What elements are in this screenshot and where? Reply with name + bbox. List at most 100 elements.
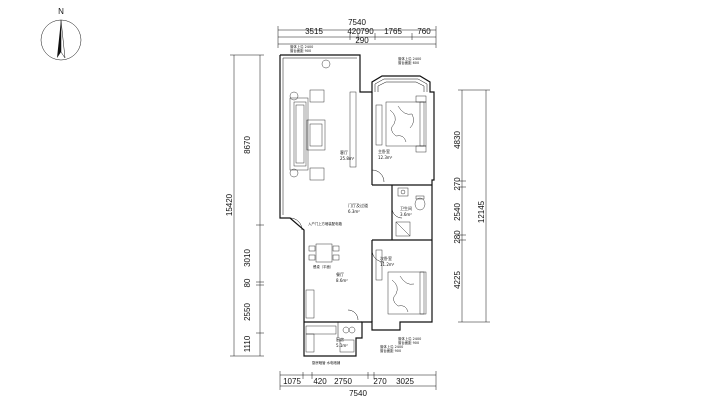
stove-burner-icon [342, 326, 350, 334]
master-bedroom-name: 主卧室 [378, 148, 390, 154]
right-seg-1: 4830 [453, 131, 462, 149]
walls [279, 54, 435, 357]
nightstand [415, 145, 427, 153]
chair-icon [308, 245, 316, 252]
bottom-seg-5: 3025 [396, 377, 414, 386]
living-room-area: 25.8m² [340, 156, 355, 161]
right-seg-4: 280 [453, 230, 462, 244]
kitchen-sink-icon [339, 339, 355, 353]
wardrobe [375, 104, 383, 146]
top-seg-2: 420 [347, 27, 361, 36]
bedding-pattern [389, 105, 414, 143]
left-seg-1: 8670 [243, 136, 252, 154]
room-labels: 客厅 25.8m² 主卧室 12.3m² 门厅及过道 6.3m² 卫生间 3.6… [336, 148, 412, 348]
north-arrow-icon [57, 20, 61, 58]
bottom-seg-1: 1075 [283, 377, 301, 386]
sofa [289, 97, 309, 171]
bottom-total-dim: 7540 [349, 389, 367, 398]
bath-door-swing [391, 207, 403, 219]
bottom-window-note-2: 窗台面距 900 [380, 348, 401, 353]
chair-icon [332, 254, 340, 261]
bedding-pattern [391, 275, 415, 313]
kitchen-area: 5.1m² [336, 343, 348, 348]
left-seg-3: 80 [243, 278, 252, 287]
second-bedroom-door-swing [371, 249, 385, 263]
plant-icon [289, 168, 299, 178]
left-total-dim: 15420 [225, 193, 234, 216]
top-seg-4: 1765 [384, 27, 402, 36]
armchair-top [309, 89, 325, 103]
shower-area [395, 221, 411, 237]
stove-burner-icon [348, 326, 356, 334]
living-room-name: 客厅 [340, 149, 348, 155]
entry-note: 入户门上方暗装配电箱 [308, 221, 343, 226]
second-bedroom-name: 次卧室 [380, 255, 392, 261]
hallway-name: 门厅及过道 [348, 202, 368, 208]
second-bedroom-area: 11.2m² [380, 262, 395, 267]
coffee-table [306, 119, 326, 151]
compass: N [40, 7, 82, 61]
top-dimension-lines: 7540 3515 420 790 1765 760 290 [277, 18, 437, 48]
living-furniture [289, 59, 357, 181]
bottom-seg-2: 420 [313, 377, 327, 386]
dining-table [315, 243, 333, 263]
dining-name: 餐厅 [336, 271, 344, 277]
right-seg-2: 270 [453, 177, 462, 191]
bathroom-name: 卫生间 [400, 205, 412, 211]
armchair-bottom [309, 167, 325, 181]
plant-icon [321, 59, 331, 69]
bathroom-fixtures [395, 187, 426, 237]
dining-table-note: 餐桌（平面） [313, 264, 333, 269]
doors [289, 169, 403, 321]
sink-icon [397, 187, 409, 197]
wardrobe [375, 249, 383, 281]
left-seg-5: 1110 [243, 335, 252, 352]
toilet-icon [414, 197, 426, 211]
bottom-seg-4: 270 [373, 377, 387, 386]
right-total-dim: 12145 [477, 200, 486, 223]
kitchen-name: 厨房 [336, 336, 344, 342]
plant-icon [289, 91, 299, 101]
master-door-swing [371, 169, 385, 183]
second-bed [387, 271, 425, 315]
dining-area: 8.6m² [336, 278, 348, 283]
bathroom-area: 3.6m² [400, 212, 412, 217]
top-seg-5: 760 [417, 27, 431, 36]
bay-window [374, 78, 428, 92]
bottom-dimension-lines: 1075 420 2750 270 3025 7540 [279, 371, 437, 398]
bottom-seg-3: 2750 [334, 377, 352, 386]
left-dimension-lines: 15420 8670 3010 80 2550 1110 [225, 54, 264, 357]
bottom-right-window-note-2: 窗台面距 900 [398, 340, 419, 345]
top-seg-3: 790 [360, 27, 374, 36]
balcony-window-note-1: 窗体上沿 2400 [290, 44, 313, 49]
chair-icon [332, 245, 340, 252]
top-sub-dim: 290 [355, 36, 369, 45]
entry-door-swing [289, 217, 303, 231]
nightstand [415, 95, 427, 103]
balcony-window-note-2: 窗台面距 900 [290, 48, 311, 53]
second-bedroom-furniture [375, 249, 427, 315]
master-bed [385, 101, 425, 147]
right-seg-3: 2540 [453, 203, 462, 221]
kitchen-furniture [305, 325, 356, 353]
dining-furniture [305, 243, 340, 319]
bay-window-note-1: 窗体上沿 2400 [398, 56, 421, 61]
north-arrow-outline-icon [60, 19, 66, 59]
bottom-right-window-note-1: 窗体上沿 2400 [398, 336, 421, 341]
top-seg-1: 3515 [305, 27, 323, 36]
tv-cabinet [349, 91, 357, 168]
kitchen-door-swing [347, 309, 359, 321]
bottom-window-note-1: 窗体上沿 2400 [380, 344, 403, 349]
north-label: N [58, 7, 64, 16]
master-bedroom-area: 12.3m² [378, 155, 393, 160]
annotations: 窗体上沿 2400 窗台面距 900 窗体上沿 2400 窗台面距 600 入户… [290, 44, 421, 365]
chair-icon [308, 254, 316, 261]
sideboard [305, 289, 315, 319]
left-seg-2: 3010 [243, 249, 252, 267]
master-bedroom-furniture [375, 95, 427, 153]
right-dimension-lines: 4830 270 2540 280 4225 12145 [453, 89, 490, 323]
hallway-area: 6.3m² [348, 209, 360, 214]
right-seg-5: 4225 [453, 271, 462, 289]
left-seg-4: 2550 [243, 303, 252, 321]
